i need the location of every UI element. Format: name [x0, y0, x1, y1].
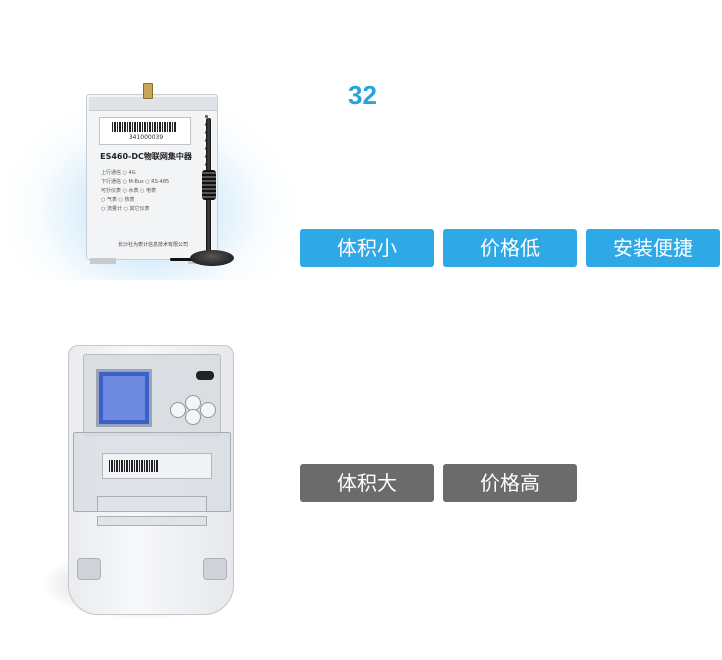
concentrator-body: 341000039 ES460-DC物联网集中器 上行通信 ○ 4G 下行通信 …: [86, 83, 218, 260]
concentrator-spec-row: 下行通信 ○ M-Bus ○ RS-485: [101, 179, 170, 185]
antenna-coil-icon: [202, 170, 216, 200]
meter-nameplate: [102, 453, 212, 479]
infrared-port-icon: [196, 371, 214, 380]
barcode-icon: [112, 122, 176, 132]
concentrator-footer: 长沙社为表计信息技术有限公司: [117, 242, 188, 248]
mount-foot: [90, 258, 116, 264]
concentrator-spec-row: 可抄仪表 ○ 水表 ○ 电表: [101, 188, 157, 194]
concentrator-spec-row: 上行通信 ○ 4G: [101, 170, 136, 176]
concentrator-label: 341000039: [99, 117, 191, 145]
meter-lcd-inner: [103, 376, 145, 420]
tag-small-size: 体积小: [300, 229, 434, 267]
antenna-base-icon: [190, 250, 234, 266]
concentrator-spec-list: 上行通信 ○ 4G 下行通信 ○ M-Bus ○ RS-485 可抄仪表 ○ 水…: [101, 169, 211, 214]
meter-lcd-screen: [96, 369, 152, 427]
meter-cable-slot: [77, 558, 101, 580]
meter-control-panel: [83, 354, 221, 436]
concentrator-spec-row: ○ 气表 ○ 热表: [101, 197, 135, 203]
concentrator-title: ES460-DC物联网集中器: [100, 152, 192, 161]
led-icon: [205, 115, 208, 118]
concentrator-serial: 341000039: [128, 134, 164, 141]
meter-keypad: [170, 395, 216, 425]
headline-number: 32: [348, 80, 377, 110]
concentrator-top-bar: [89, 97, 217, 111]
meter-image: [68, 345, 234, 615]
concentrator-image: 341000039 ES460-DC物联网集中器 上行通信 ○ 4G 下行通信 …: [78, 78, 278, 278]
concentrator-spec-row: ○ 流量计 ○ 其它仪表: [101, 206, 150, 212]
meter-terminal-strip: [97, 516, 207, 526]
tag-large-size: 体积大: [300, 464, 434, 502]
meter-cable-slot: [203, 558, 227, 580]
tag-easy-install: 安装便捷: [586, 229, 720, 267]
key-down-icon: [185, 409, 201, 425]
key-left-icon: [170, 402, 186, 418]
antenna-connector-icon: [143, 83, 153, 99]
tag-high-price: 价格高: [443, 464, 577, 502]
meter-terminal-block: [97, 496, 207, 512]
barcode-icon: [109, 460, 159, 472]
antenna-cable: [170, 258, 198, 261]
key-right-icon: [200, 402, 216, 418]
tag-low-price: 价格低: [443, 229, 577, 267]
